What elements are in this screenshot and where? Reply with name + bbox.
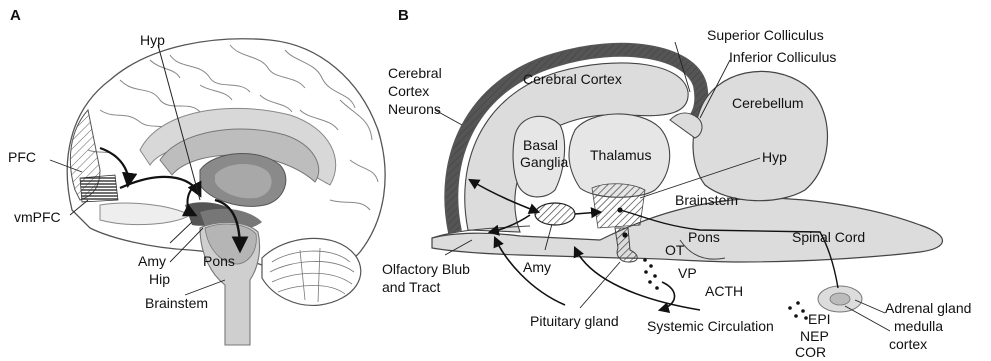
panel-a-brain-illustration xyxy=(50,39,385,345)
label-b-acth: ACTH xyxy=(705,283,743,299)
label-b-adrenal-line3: cortex xyxy=(889,336,927,352)
label-a-amy: Amy xyxy=(138,253,166,269)
label-b-superior-colliculus: Superior Colliculus xyxy=(707,27,824,43)
label-b-vp: VP xyxy=(678,265,697,281)
label-a-vmpfc: vmPFC xyxy=(14,209,61,225)
label-b-olf-line1: Olfactory Blub xyxy=(382,261,470,277)
label-b-amy: Amy xyxy=(523,259,551,275)
label-a-hyp: Hyp xyxy=(140,32,165,48)
label-b-ccn-line3: Neurons xyxy=(388,101,441,117)
label-b-cerebral-cortex: Cerebral Cortex xyxy=(523,71,622,87)
panel-a-letter: A xyxy=(10,7,21,24)
label-b-thalamus: Thalamus xyxy=(590,147,651,163)
label-b-bg-line1: Basal xyxy=(523,137,558,153)
label-b-olf-line2: and Tract xyxy=(382,279,440,295)
label-b-ccn-line1: Cerebral xyxy=(388,65,442,81)
label-b-hyp: Hyp xyxy=(762,149,787,165)
label-b-adrenal-line2: medulla xyxy=(894,318,943,334)
label-a-brainstem: Brainstem xyxy=(145,295,208,311)
label-b-adrenal-gland: Adrenal gland medulla cortex xyxy=(885,300,975,352)
label-b-cor: COR xyxy=(795,344,826,360)
label-b-olfactory: Olfactory Blub and Tract xyxy=(382,261,474,295)
label-b-cerebellum: Cerebellum xyxy=(732,95,804,111)
label-b-basal-ganglia: Basal Ganglia xyxy=(520,137,568,170)
label-b-systemic-circulation: Systemic Circulation xyxy=(647,318,774,334)
label-b-pons: Pons xyxy=(688,229,720,245)
panel-b-schematic xyxy=(432,42,943,331)
label-a-hip: Hip xyxy=(149,271,170,287)
label-b-adrenal-line1: Adrenal gland xyxy=(885,300,971,316)
label-b-bg-line2: Ganglia xyxy=(520,154,568,170)
label-b-spinal-cord: Spinal Cord xyxy=(792,229,865,245)
panel-b-letter: B xyxy=(398,7,409,24)
label-b-pituitary-gland: Pituitary gland xyxy=(530,313,619,329)
label-b-brainstem: Brainstem xyxy=(675,192,738,208)
label-a-pons: Pons xyxy=(203,253,235,269)
label-b-ccn-line2: Cortex xyxy=(388,83,429,99)
label-b-inferior-colliculus: Inferior Colliculus xyxy=(729,49,836,65)
label-b-ot: OT xyxy=(665,242,685,258)
label-b-cerebral-cortex-neurons: Cerebral Cortex Neurons xyxy=(388,65,446,117)
label-b-nep: NEP xyxy=(800,328,829,344)
label-a-pfc: PFC xyxy=(8,149,36,165)
label-b-epi: EPI xyxy=(808,311,831,327)
